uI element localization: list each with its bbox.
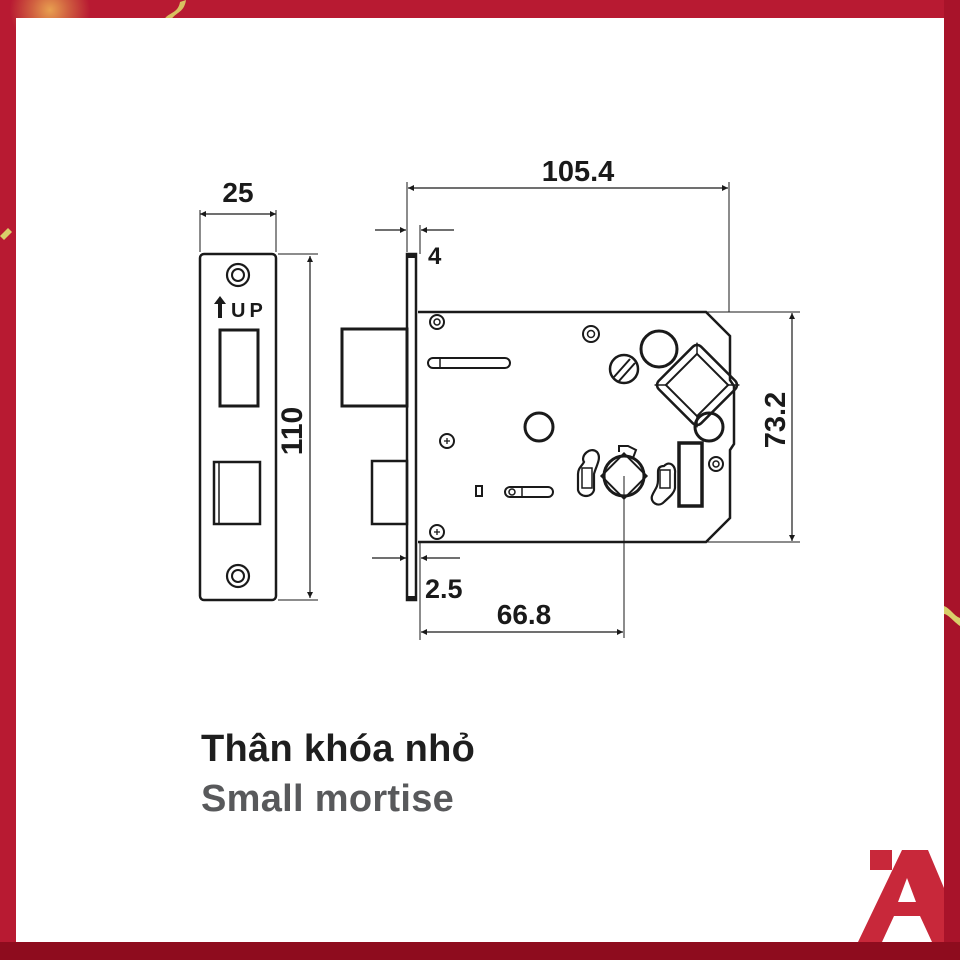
svg-text:2.5: 2.5	[425, 574, 463, 604]
confetti-ribbon-top	[164, 0, 186, 22]
screw-hole-bottom	[225, 563, 251, 589]
frame-bottom-band	[0, 942, 960, 960]
screw-icon	[439, 433, 455, 449]
screw-hole-top	[225, 262, 251, 288]
mortise-side-view	[340, 252, 740, 602]
svg-text:110: 110	[276, 407, 309, 455]
deadbolt-opening	[212, 460, 262, 526]
deadbolt	[370, 459, 409, 526]
svg-text:105.4: 105.4	[542, 156, 615, 188]
screw-icon	[582, 325, 600, 343]
product-title-vietnamese: Thân khóa nhỏ	[201, 728, 476, 770]
dimension-faceplate-thickness-top: 4	[375, 225, 454, 270]
faceplate-front-view	[198, 252, 278, 602]
product-title-english: Small mortise	[201, 778, 455, 820]
svg-text:73.2: 73.2	[760, 392, 792, 448]
confetti-ribbon-left	[0, 228, 12, 240]
screw-icon	[708, 456, 724, 472]
brand-logo-icon	[858, 850, 944, 942]
latch-bolt	[340, 327, 409, 408]
latch-opening	[218, 328, 260, 408]
mortise-body	[418, 310, 736, 544]
svg-text:25: 25	[222, 177, 253, 208]
svg-text:66.8: 66.8	[497, 599, 552, 630]
frame-right-band	[944, 0, 960, 960]
dimension-faceplate-thickness-bottom: 2.5	[372, 542, 463, 640]
screw-icon	[429, 314, 445, 330]
up-marking: UP	[231, 300, 267, 322]
dimension-backset: 66.8	[421, 476, 625, 638]
dimension-body-height: 73.2	[706, 311, 800, 543]
dimension-body-length: 105.4	[406, 156, 730, 312]
arrow-up-icon	[214, 296, 226, 318]
dimension-faceplate-height: 110	[276, 253, 318, 601]
dimension-faceplate-width: 25	[199, 177, 277, 252]
screw-icon	[429, 524, 445, 540]
confetti-ribbon-right	[944, 606, 960, 626]
svg-text:4: 4	[428, 243, 442, 270]
